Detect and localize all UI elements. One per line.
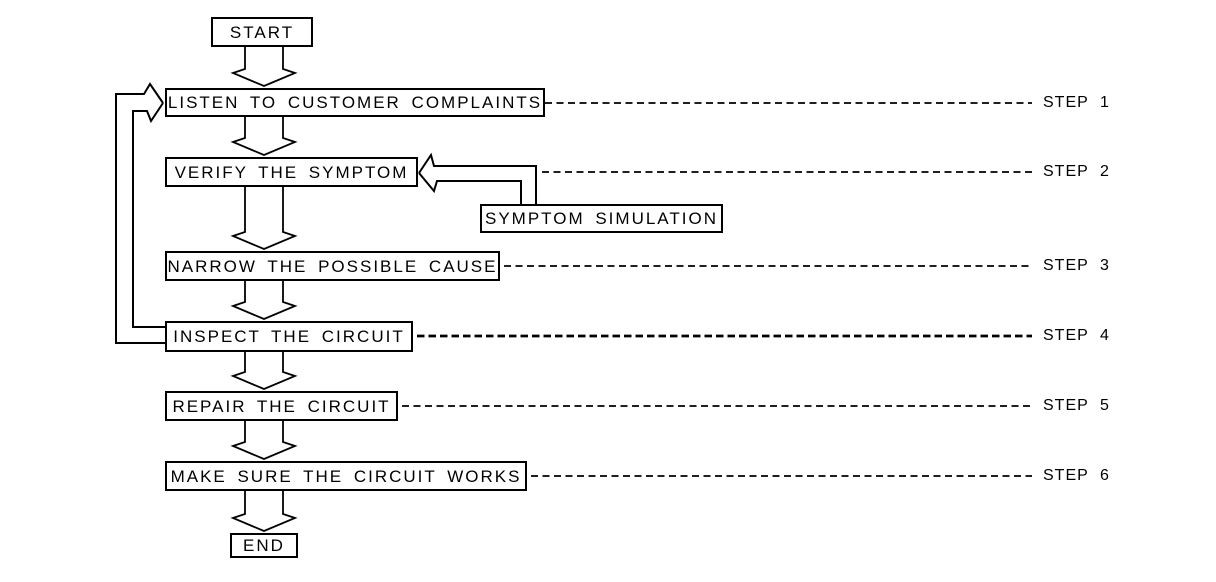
node-inspect-the-circuit: INSPECT THE CIRCUIT <box>165 321 413 352</box>
step-6-label: STEP 6 <box>1043 467 1110 484</box>
arrow-start-to-listen <box>230 47 298 87</box>
arrow-narrow-to-inspect <box>230 281 298 320</box>
step-3-label: STEP 3 <box>1043 257 1110 274</box>
feedback-loop-outer <box>115 82 165 344</box>
node-listen-to-customer-complaints: LISTEN TO CUSTOMER COMPLAINTS <box>165 88 545 117</box>
symptom-feed-outer <box>418 152 537 204</box>
step-2-label: STEP 2 <box>1043 163 1110 180</box>
step-5-label: STEP 5 <box>1043 397 1110 414</box>
step-4-label: STEP 4 <box>1043 327 1110 344</box>
arrow-inspect-to-repair <box>230 352 298 390</box>
node-make-sure-the-circuit-works: MAKE SURE THE CIRCUIT WORKS <box>165 461 527 491</box>
arrow-repair-to-makesure <box>230 421 298 460</box>
arrow-listen-to-verify <box>230 117 298 156</box>
feedback-loop-inner <box>132 102 165 328</box>
symptom-feed-inner <box>418 172 522 204</box>
arrow-makesure-to-end <box>230 491 298 532</box>
node-end: END <box>230 533 298 558</box>
node-verify-the-symptom: VERIFY THE SYMPTOM <box>165 157 418 187</box>
node-symptom-simulation: SYMPTOM SIMULATION <box>480 204 723 233</box>
node-repair-the-circuit: REPAIR THE CIRCUIT <box>165 391 398 421</box>
node-narrow-the-possible-cause: NARROW THE POSSIBLE CAUSE <box>165 251 500 281</box>
node-start: START <box>211 17 313 47</box>
arrow-verify-to-narrow <box>230 187 298 250</box>
step-1-label: STEP 1 <box>1043 94 1110 111</box>
